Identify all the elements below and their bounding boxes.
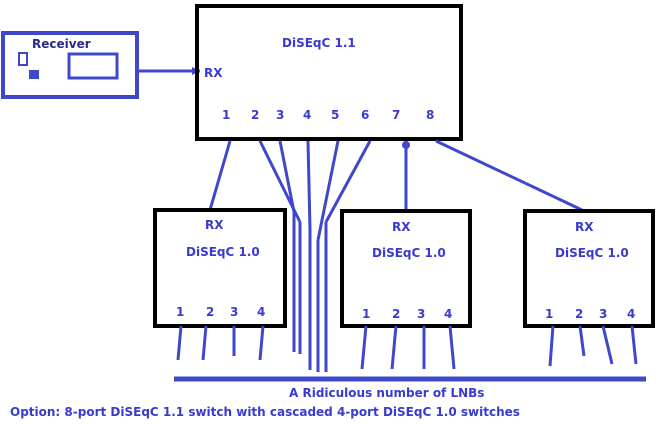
port-7-connector-icon bbox=[402, 141, 410, 149]
sub-switch-3-box bbox=[523, 209, 655, 328]
main-port-label: 1 bbox=[222, 108, 230, 122]
sub-switch-3-port-label: 3 bbox=[599, 307, 607, 321]
receiver-led-icon bbox=[18, 52, 28, 66]
sub-switch-2-rx-label: RX bbox=[392, 220, 411, 234]
main-port-label: 6 bbox=[361, 108, 369, 122]
receiver-label: Receiver bbox=[32, 37, 91, 51]
sub-switch-3-port-label: 1 bbox=[545, 307, 553, 321]
sub-switch-3: RX DiSEqC 1.0 1 2 3 4 bbox=[523, 209, 655, 328]
sub-switch-3-port-label: 2 bbox=[575, 307, 583, 321]
cable-port-8 bbox=[435, 139, 583, 212]
sub-switch-3-port-label: 4 bbox=[627, 307, 635, 321]
cable-port-5 bbox=[316, 140, 340, 241]
cable-port-6 bbox=[324, 140, 372, 223]
lnb-cable bbox=[630, 325, 638, 365]
cable-port-4 bbox=[306, 140, 312, 231]
receiver-button-icon bbox=[29, 70, 39, 79]
caption: Option: 8-port DiSEqC 1.1 switch with ca… bbox=[10, 405, 520, 419]
sub-switch-1: RX DiSEqC 1.0 1 2 3 4 bbox=[153, 208, 287, 328]
cable-port-1 bbox=[208, 140, 232, 211]
sub-switch-2: RX DiSEqC 1.0 1 2 3 4 bbox=[340, 209, 472, 328]
main-port-label: 2 bbox=[251, 108, 259, 122]
sub-switch-3-rx-label: RX bbox=[575, 220, 594, 234]
main-switch-cables bbox=[208, 139, 583, 372]
sub-switch-1-port-label: 3 bbox=[230, 305, 238, 319]
receiver-box bbox=[1, 31, 139, 99]
lnb-cable bbox=[448, 325, 456, 370]
main-port-label: 4 bbox=[303, 108, 311, 122]
sub-switch-1-rx-label: RX bbox=[205, 218, 224, 232]
main-port-label: 8 bbox=[426, 108, 434, 122]
sub-switch-1-box bbox=[153, 208, 287, 328]
sub-switch-3-label: DiSEqC 1.0 bbox=[555, 246, 629, 260]
sub-switch-2-port-label: 4 bbox=[444, 307, 452, 321]
main-port-label: 5 bbox=[331, 108, 339, 122]
main-port-label: 3 bbox=[276, 108, 284, 122]
main-switch-box bbox=[195, 4, 463, 141]
main-switch-rx-label: RX bbox=[204, 66, 223, 80]
lnb-cable bbox=[578, 325, 586, 357]
sub-switch-1-port-label: 1 bbox=[176, 305, 184, 319]
lnb-cable bbox=[258, 325, 265, 361]
receiver: Receiver bbox=[1, 31, 139, 99]
main-switch-label: DiSEqC 1.1 bbox=[282, 36, 356, 50]
sub-switch-2-port-label: 1 bbox=[362, 307, 370, 321]
sub-switch-1-label: DiSEqC 1.0 bbox=[186, 245, 260, 259]
lnb-cable bbox=[601, 325, 614, 365]
cable-port-3 bbox=[278, 140, 296, 213]
main-switch: DiSEqC 1.1 RX 1 2 3 4 5 6 7 8 bbox=[195, 4, 463, 141]
sub-switch-2-label: DiSEqC 1.0 bbox=[372, 246, 446, 260]
lnb-cable bbox=[548, 325, 555, 367]
sub-switch-2-port-label: 2 bbox=[392, 307, 400, 321]
lnb-cables bbox=[176, 325, 638, 370]
receiver-display-icon bbox=[67, 52, 119, 80]
lnb-cable bbox=[360, 325, 368, 370]
lnb-cable bbox=[390, 325, 398, 370]
sub-switch-2-box bbox=[340, 209, 472, 328]
lnb-cable bbox=[201, 325, 208, 361]
sub-switch-2-port-label: 3 bbox=[417, 307, 425, 321]
sub-switch-1-port-label: 4 bbox=[257, 305, 265, 319]
main-port-label: 7 bbox=[392, 108, 400, 122]
lnb-label: A Ridiculous number of LNBs bbox=[289, 386, 484, 400]
lnb-cable bbox=[176, 325, 183, 361]
sub-switch-1-port-label: 2 bbox=[206, 305, 214, 319]
